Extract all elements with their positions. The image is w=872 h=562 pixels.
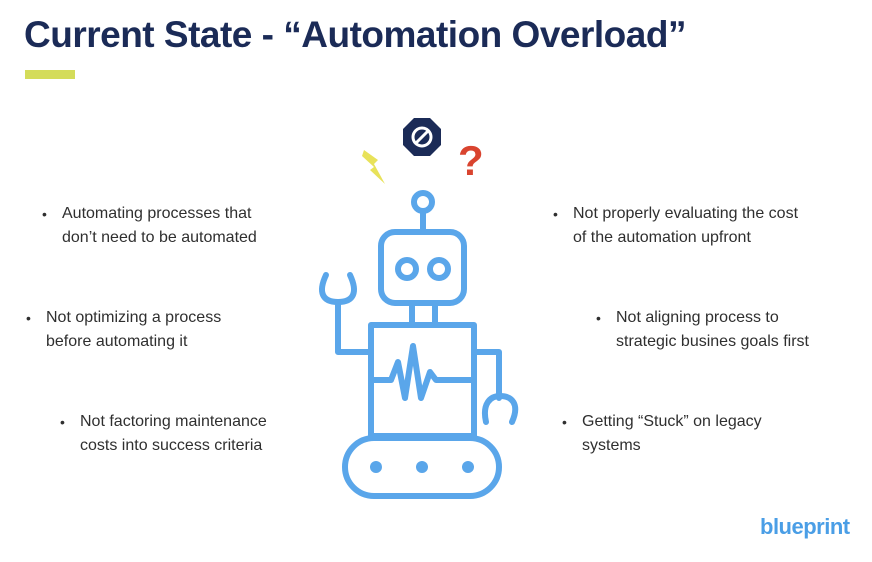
bullet-left-2: • Not optimizing a process before automa… [26,306,222,354]
robot-head [378,229,467,306]
bullet-left-1: • Automating processes that don’t need t… [42,202,257,250]
robot-left-arm [335,299,374,355]
bullet-text-line: costs into success criteria [80,437,263,454]
bullet-text-line: Automating processes that [62,205,252,222]
stop-sign-icon [403,118,441,156]
bullet-right-2: • Not aligning process to strategic busi… [596,306,809,354]
question-mark-icon: ? [458,137,484,184]
bullet-dot: • [60,414,65,430]
bullet-text-line: before automating it [46,333,188,350]
robot-heartbeat [368,343,477,401]
robot-illustration: ? [319,118,519,499]
robot-right-claw [482,393,519,425]
bullet-dot: • [562,414,567,430]
bullet-right-3: • Getting “Stuck” on legacy systems [562,410,762,458]
robot-left-claw [319,272,357,305]
robot-left-eye [395,257,419,281]
slide-title: Current State - “Automation Overload” [24,14,686,55]
bullet-dot: • [596,310,601,326]
robot-wheel [462,461,474,473]
bullet-text-line: Not aligning process to [616,309,779,326]
bullet-text-line: Getting “Stuck” on legacy [582,413,762,430]
bullet-text-line: Not optimizing a process [46,309,222,326]
blueprint-logo: blueprint [760,514,850,539]
bullet-text-line: strategic busines goals first [616,333,809,350]
bullet-text-line: of the automation upfront [573,229,751,246]
bullet-text-line: Not properly evaluating the cost [573,205,799,222]
bullet-text-line: systems [582,437,641,454]
lightning-icon [362,150,385,184]
bullet-dot: • [553,206,558,222]
robot-tracks [342,435,502,499]
bullet-text-line: Not factoring maintenance [80,413,267,430]
bullet-right-1: • Not properly evaluating the cost of th… [553,202,799,250]
robot-right-eye [427,257,451,281]
title-accent-bar [25,70,75,79]
bullet-text-line: don’t need to be automated [62,229,257,246]
robot-wheel [370,461,382,473]
bullet-dot: • [26,310,31,326]
bullet-dot: • [42,206,47,222]
robot-wheel [416,461,428,473]
robot-right-arm [471,349,502,401]
bullet-left-3: • Not factoring maintenance costs into s… [60,410,267,458]
